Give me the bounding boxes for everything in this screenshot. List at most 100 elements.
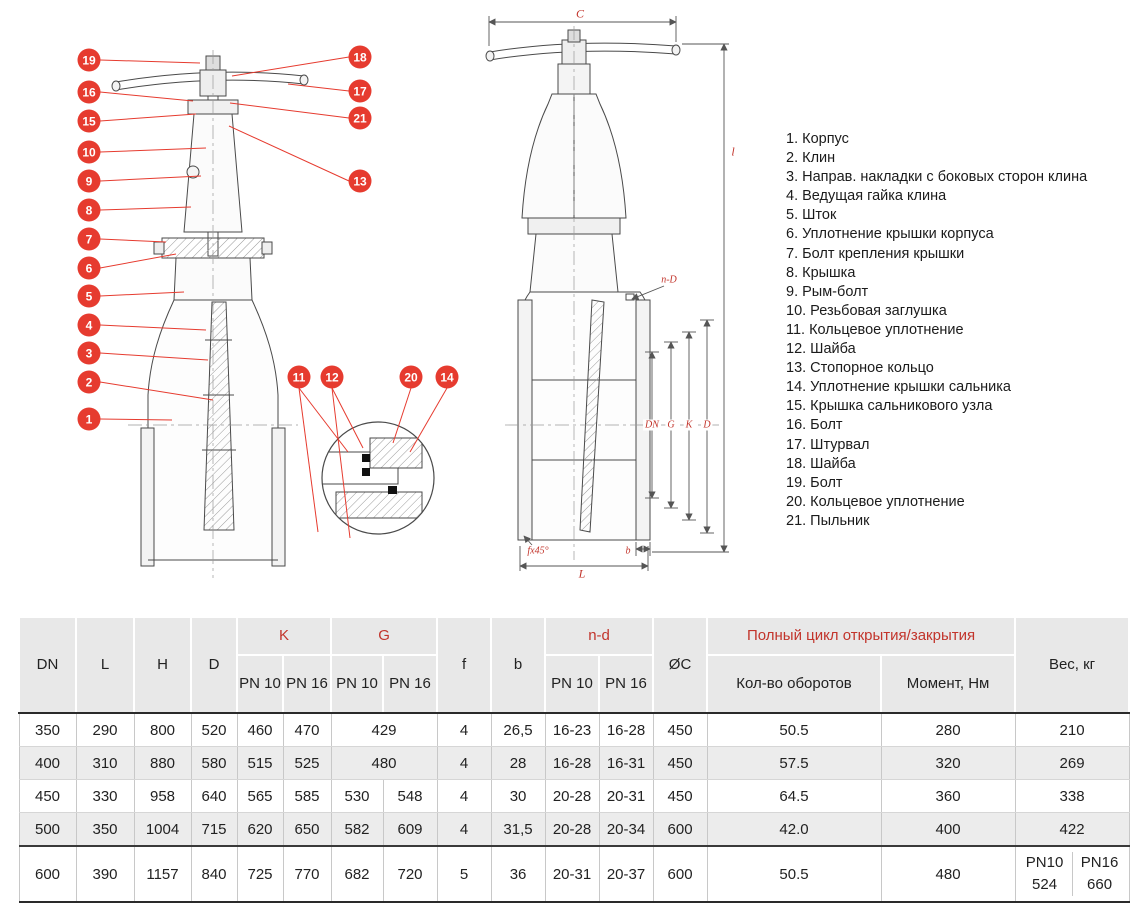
dim-label-l: l — [729, 144, 737, 160]
table-cell: 520 — [190, 713, 238, 747]
callout-leader-lines — [99, 56, 448, 539]
right-valve-drawing — [485, 29, 681, 541]
callout-21: 21 — [348, 106, 372, 130]
table-cell: 57.5 — [706, 746, 882, 780]
table-cell: 350 — [18, 713, 77, 747]
table-cell: 650 — [282, 812, 332, 847]
legend-item: 3. Направ. накладки с боковых сторон кли… — [786, 169, 1088, 186]
table-cell: 290 — [75, 713, 135, 747]
legend-item: 18. Шайба — [786, 455, 856, 472]
table-cell: 600 — [652, 812, 708, 847]
table-cell: 515 — [236, 746, 284, 780]
table-cell: 600 — [18, 845, 77, 903]
col-header-nd-pn16: PN 16 — [598, 655, 655, 714]
col-header-dn: DN — [18, 618, 77, 714]
legend-item: 5. Шток — [786, 207, 837, 224]
table-cell: 480 — [330, 746, 438, 780]
table-cell: 450 — [652, 779, 708, 813]
table-cell: 269 — [1014, 746, 1130, 780]
callout-7: 7 — [77, 227, 101, 251]
table-cell: 640 — [190, 779, 238, 813]
table-cell: 50.5 — [706, 713, 882, 747]
table-cell: 450 — [652, 713, 708, 747]
legend-item: 1. Корпус — [786, 131, 849, 147]
table-cell: 580 — [190, 746, 238, 780]
table-cell: 280 — [880, 713, 1016, 747]
col-header-g-pn10: PN 10 — [330, 655, 385, 714]
col-header-nd-pn10: PN 10 — [544, 655, 601, 714]
legend-item: 21. Пыльник — [786, 512, 870, 529]
table-cell: 31,5 — [490, 812, 546, 847]
table-cell: 20-34 — [598, 812, 654, 847]
legend-item: 19. Болт — [786, 474, 843, 491]
table-cell: 715 — [190, 812, 238, 847]
dim-label-d: D — [701, 419, 713, 431]
legend-list: 1. Корпус 2. Клин 3. Направ. накладки с бо… — [786, 130, 1131, 531]
table-cell: 609 — [382, 812, 438, 847]
callout-14: 14 — [435, 365, 459, 389]
legend-item: 17. Штурвал — [786, 436, 870, 453]
dimension-lines — [488, 16, 729, 571]
callout-3: 3 — [77, 341, 101, 365]
table-cell: 4 — [436, 812, 492, 847]
table-cell: 958 — [133, 779, 192, 813]
table-cell: 310 — [75, 746, 135, 780]
col-header-k-pn16: PN 16 — [281, 655, 333, 714]
col-header-l: L — [75, 618, 135, 714]
table-cell: 530 — [330, 779, 384, 813]
table-cell: 450 — [652, 746, 708, 780]
table-cell: 840 — [190, 845, 238, 903]
legend-item: 16. Болт — [786, 417, 843, 434]
table-cell: 16-28 — [544, 746, 600, 780]
callout-6: 6 — [77, 256, 101, 280]
col-header-cycle: Полный цикл открытия/закрытия — [706, 618, 1017, 656]
table-cell: 20-37 — [598, 845, 654, 903]
col-header-f: f — [436, 618, 493, 714]
col-header-d: D — [190, 618, 238, 714]
callout-8: 8 — [77, 198, 101, 222]
table-cell: 20-28 — [544, 779, 600, 813]
table-cell: 20-31 — [598, 779, 654, 813]
table-cell: 360 — [880, 779, 1016, 813]
legend-item: 10. Резьбовая заглушка — [786, 302, 947, 319]
table-cell: 16-31 — [598, 746, 654, 780]
callout-9: 9 — [77, 169, 101, 193]
callout-17: 17 — [348, 79, 372, 103]
table-cell: 450 — [18, 779, 77, 813]
callout-4: 4 — [77, 313, 101, 337]
table-cell: 4 — [436, 746, 492, 780]
table-cell: 460 — [236, 713, 284, 747]
callout-15: 15 — [77, 109, 101, 133]
table-cell: 330 — [75, 779, 135, 813]
dim-label-f45: fx45° — [525, 545, 551, 557]
col-header-b: b — [490, 618, 547, 714]
table-cell: 30 — [490, 779, 546, 813]
callout-16: 16 — [77, 80, 101, 104]
table-cell: 64.5 — [706, 779, 882, 813]
table-cell: 42.0 — [706, 812, 882, 847]
legend-item: 2. Клин — [786, 150, 836, 167]
legend-item: 14. Уплотнение крышки сальника — [786, 379, 1011, 396]
col-header-k: K — [235, 618, 333, 656]
table-cell: 800 — [133, 713, 192, 747]
table-cell: 525 — [282, 746, 332, 780]
table-cell: 50.5 — [706, 845, 882, 903]
table-cell: 422 — [1014, 812, 1130, 847]
table-cell: 350 — [75, 812, 135, 847]
legend-item: 13. Стопорное кольцо — [786, 360, 934, 377]
spec-table: DN L H D K G f b n-d ØC Полный цикл откр… — [18, 618, 1131, 903]
table-cell: 210 — [1014, 713, 1130, 747]
callout-12: 12 — [320, 365, 344, 389]
col-header-weight: Вес, кг — [1014, 618, 1131, 714]
col-header-torque: Момент, Нм — [880, 655, 1017, 714]
valve-technical-drawing — [99, 16, 729, 578]
table-cell: 548 — [382, 779, 438, 813]
table-cell: 400 — [18, 746, 77, 780]
table-cell: 390 — [75, 845, 135, 903]
table-cell: 36 — [490, 845, 546, 903]
